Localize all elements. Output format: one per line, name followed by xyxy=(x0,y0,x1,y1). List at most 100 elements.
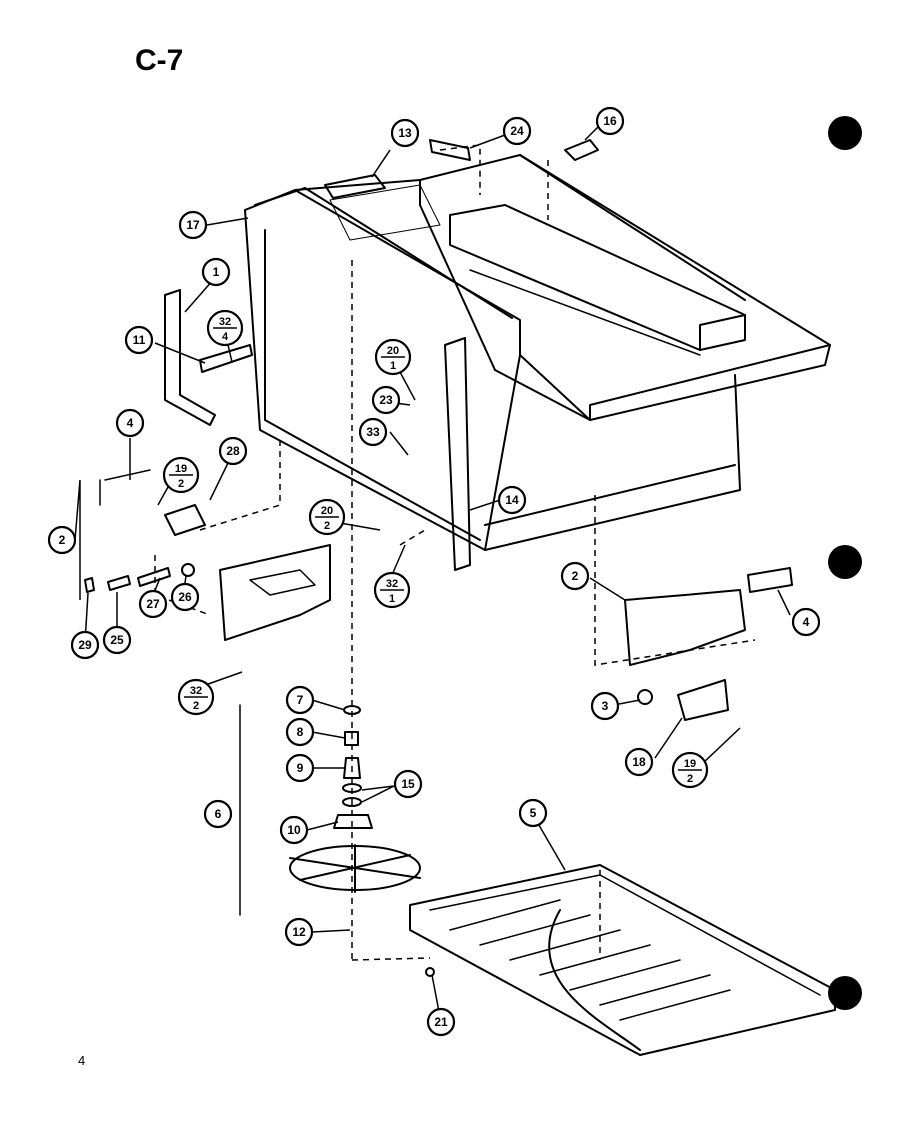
callout-number: 7 xyxy=(297,693,304,707)
part-10-hub xyxy=(333,814,373,829)
callout-number: 20 xyxy=(387,345,399,357)
callout-c16: 16 xyxy=(595,106,625,136)
part-11-strip xyxy=(199,344,253,373)
callout-circle xyxy=(502,116,532,146)
binder-hole-bottom xyxy=(828,976,862,1010)
page-title: C-7 xyxy=(135,44,183,77)
callout-quantity: 1 xyxy=(390,360,396,372)
callout-circle xyxy=(70,630,100,660)
top-channel xyxy=(449,204,746,351)
callout-number: 26 xyxy=(178,590,192,604)
callout-circle xyxy=(358,417,388,447)
callout-number: 28 xyxy=(226,444,240,458)
callout-number: 3 xyxy=(602,699,609,713)
part-16-clip xyxy=(564,139,599,161)
part-24-terminal xyxy=(429,139,471,161)
callout-number: 12 xyxy=(292,925,306,939)
callout-circle xyxy=(590,691,620,721)
part-26-roller xyxy=(181,563,195,577)
callout-number: 2 xyxy=(572,569,579,583)
callout-c7: 7 xyxy=(285,685,315,715)
callout-number: 33 xyxy=(366,425,380,439)
binder-hole-middle xyxy=(828,545,862,579)
line-art xyxy=(84,139,836,1056)
callout-quantity: 1 xyxy=(389,593,395,605)
part-18-switch xyxy=(677,679,729,721)
callout-circle xyxy=(138,589,168,619)
callout-circle xyxy=(390,118,420,148)
part-8-bushing xyxy=(344,731,359,746)
callout-circle xyxy=(285,717,315,747)
callout-c4a: 4 xyxy=(115,408,145,438)
callout-number: 32 xyxy=(190,685,202,697)
callout-circle xyxy=(624,747,654,777)
callout-c12: 12 xyxy=(284,917,314,947)
callout-circle xyxy=(178,210,208,240)
callout-circle xyxy=(285,685,315,715)
callout-c15: 15 xyxy=(393,769,423,799)
part-4-pad-right xyxy=(747,567,793,593)
part-5-tray xyxy=(409,864,836,1056)
part-28-latch xyxy=(164,504,206,536)
callout-quantity: 2 xyxy=(193,700,199,712)
callout-c17: 17 xyxy=(178,210,208,240)
callout-c14: 14 xyxy=(497,485,527,515)
callout-c6: 6 xyxy=(203,799,233,829)
callout-c5: 5 xyxy=(518,798,548,828)
callout-circle xyxy=(371,385,401,415)
callout-c10: 10 xyxy=(279,815,309,845)
callout-number: 17 xyxy=(186,218,200,232)
part-3-washer xyxy=(637,689,653,705)
callout-c19_2a: 192 xyxy=(162,456,200,494)
latch-plate-right xyxy=(624,589,746,666)
callout-c24: 24 xyxy=(502,116,532,146)
callout-circle xyxy=(102,625,132,655)
callout-number: 5 xyxy=(530,806,537,820)
callout-number: 16 xyxy=(603,114,617,128)
callout-c20_1: 201 xyxy=(374,338,412,376)
callout-c13: 13 xyxy=(390,118,420,148)
callout-number: 14 xyxy=(505,493,519,507)
callout-c32_1: 321 xyxy=(373,571,411,609)
callout-circle xyxy=(595,106,625,136)
callout-circle xyxy=(393,769,423,799)
callout-c23: 23 xyxy=(371,385,401,415)
callout-number: 11 xyxy=(133,333,146,347)
callout-number: 4 xyxy=(127,416,134,430)
callout-c11: 11 xyxy=(124,325,154,355)
callout-circle xyxy=(115,408,145,438)
callout-c1: 1 xyxy=(201,257,231,287)
callout-quantity: 2 xyxy=(178,478,184,490)
binder-hole-top xyxy=(828,116,862,150)
callout-circle xyxy=(560,561,590,591)
callout-circle xyxy=(285,753,315,783)
callout-number: 19 xyxy=(175,463,187,475)
callout-number: 9 xyxy=(297,761,304,775)
callout-c27: 27 xyxy=(138,589,168,619)
callout-c3: 3 xyxy=(590,691,620,721)
part-29-pin xyxy=(84,577,95,593)
callout-c2a: 2 xyxy=(47,525,77,555)
latch-plate-left xyxy=(219,544,331,641)
callout-circle xyxy=(218,436,248,466)
callout-number: 32 xyxy=(219,316,231,328)
callout-number: 18 xyxy=(632,755,646,769)
callout-number: 19 xyxy=(684,758,696,770)
callout-c33: 33 xyxy=(358,417,388,447)
part-9-shaft xyxy=(343,757,361,779)
callout-c8: 8 xyxy=(285,717,315,747)
callout-c20_2: 202 xyxy=(308,498,346,536)
callout-c29: 29 xyxy=(70,630,100,660)
callout-number: 23 xyxy=(379,393,393,407)
callout-number: 13 xyxy=(398,126,412,140)
box-side xyxy=(484,374,741,551)
callout-number: 20 xyxy=(321,505,333,517)
part-25-spring xyxy=(107,575,131,591)
callout-c9: 9 xyxy=(285,753,315,783)
callout-c25: 25 xyxy=(102,625,132,655)
callout-circle xyxy=(497,485,527,515)
callout-c18: 18 xyxy=(624,747,654,777)
callout-circle xyxy=(279,815,309,845)
callout-circle xyxy=(124,325,154,355)
